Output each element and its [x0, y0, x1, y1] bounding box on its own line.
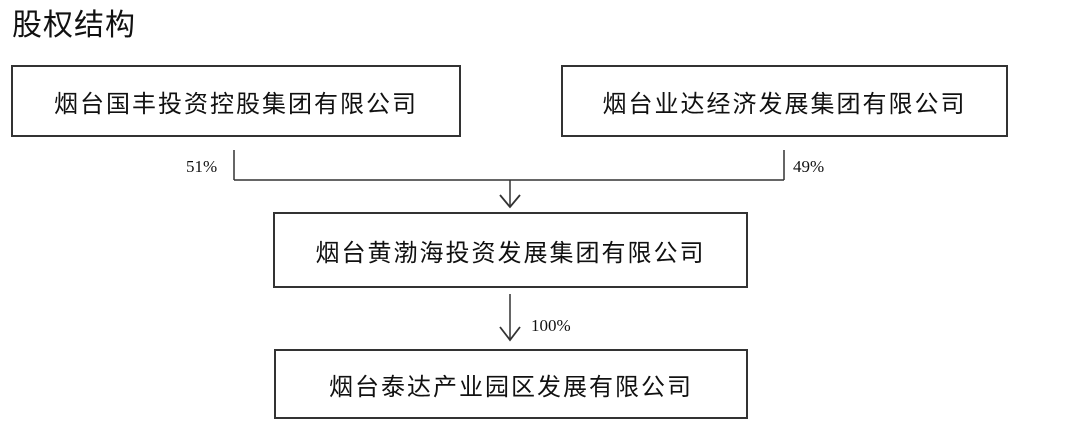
share-label-subsidiary: 100% — [531, 316, 571, 335]
shareholder-box-yeda: 烟台业达经济发展集团有限公司 — [561, 65, 1008, 137]
arrow-down-icon — [499, 326, 521, 342]
arrow-down-icon — [499, 194, 521, 209]
intermediate-box-huangbohai: 烟台黄渤海投资发展集团有限公司 — [273, 212, 748, 288]
shareholder-box-guofeng: 烟台国丰投资控股集团有限公司 — [11, 65, 461, 137]
diagram-title: 股权结构 — [12, 8, 136, 43]
shareholder-name: 烟台国丰投资控股集团有限公司 — [54, 89, 418, 118]
subsidiary-box-taida: 烟台泰达产业园区发展有限公司 — [274, 349, 748, 419]
shareholder-name: 烟台业达经济发展集团有限公司 — [602, 89, 967, 118]
intermediate-name: 烟台黄渤海投资发展集团有限公司 — [315, 238, 706, 267]
share-label-right: 49% — [793, 157, 825, 176]
share-label-left: 51% — [186, 157, 218, 176]
subsidiary-name: 烟台泰达产业园区发展有限公司 — [329, 372, 693, 401]
